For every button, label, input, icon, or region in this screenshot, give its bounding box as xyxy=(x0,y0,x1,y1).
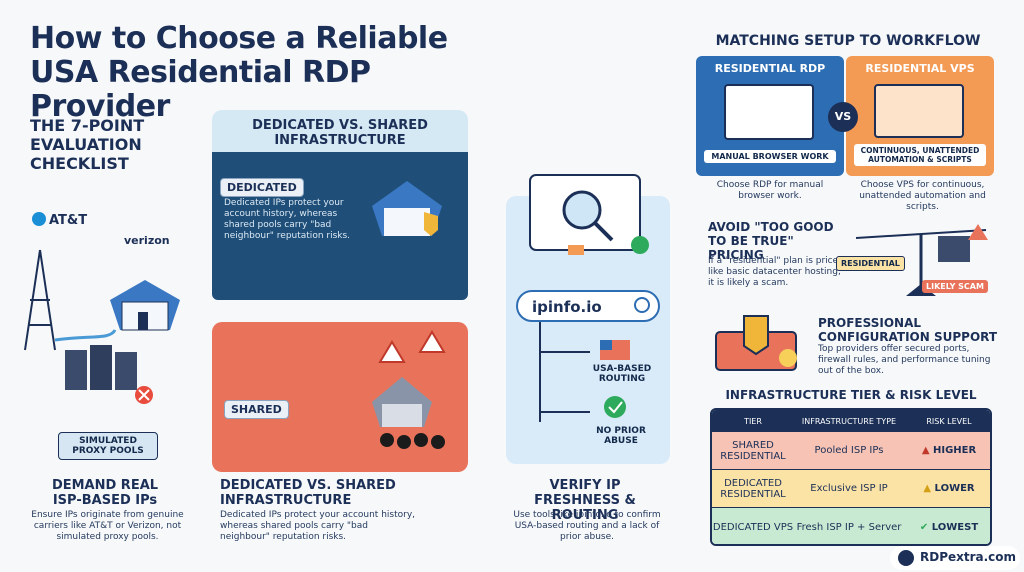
col-type: INFRASTRUCTURE TYPE xyxy=(801,416,897,426)
table-row: DEDICATED VPS Fresh ISP IP + Server ✔ LO… xyxy=(712,508,990,544)
brand-badge[interactable]: RDPextra.com xyxy=(890,546,1020,570)
house-icon xyxy=(110,280,180,331)
abuse-label: NO PRIOR ABUSE xyxy=(596,426,646,446)
table-row: DEDICATED RESIDENTIAL Exclusive ISP IP ▲… xyxy=(712,470,990,508)
risk-table: TIER INFRASTRUCTURE TYPE RISK LEVEL SHAR… xyxy=(710,408,992,546)
verify-caption-body: Use tools like ipinfo.io to confirm USA-… xyxy=(513,510,661,542)
warning-icon xyxy=(968,224,988,240)
rdp-title: RESIDENTIAL RDP xyxy=(714,62,826,75)
table-header-row: TIER INFRASTRUCTURE TYPE RISK LEVEL xyxy=(712,410,990,432)
dedicated-label: DEDICATED xyxy=(220,178,304,197)
checklist-caption-body: Ensure IPs originate from genuine carrie… xyxy=(31,510,184,542)
us-flag-icon xyxy=(600,340,630,360)
shield-check-icon: ✔ xyxy=(919,521,932,533)
type-cell: Exclusive ISP IP xyxy=(810,483,888,494)
proxy-pools-label: SIMULATED PROXY POOLS xyxy=(58,432,158,460)
vs-badge: VS xyxy=(828,102,858,132)
table-row: SHARED RESIDENTIAL Pooled ISP IPs ▲ HIGH… xyxy=(712,432,990,470)
infra-caption-body: Dedicated IPs protect your account histo… xyxy=(220,510,416,542)
ipinfo-text: ipinfo.io xyxy=(532,298,602,316)
vps-card: RESIDENTIAL VPS CONTINUOUS, UNATTENDED A… xyxy=(846,56,994,176)
tier-cell: DEDICATED VPS xyxy=(712,521,794,533)
toolbox-lock-icon xyxy=(715,315,797,371)
shared-panel: SHARED xyxy=(212,322,468,472)
checklist-caption-title: DEMAND REAL ISP-BASED IPs xyxy=(51,478,159,508)
ipinfo-search-field[interactable]: ipinfo.io xyxy=(516,290,660,322)
support-heading: PROFESSIONAL CONFIGURATION SUPPORT xyxy=(818,316,998,344)
type-cell: Pooled ISP IPs xyxy=(814,445,884,456)
col-risk: RISK LEVEL xyxy=(926,416,972,426)
checklist-heading: THE 7-POINT EVALUATION CHECKLIST xyxy=(30,116,145,173)
check-icon xyxy=(604,396,626,418)
infra-caption-title: DEDICATED VS. SHARED INFRASTRUCTURE xyxy=(220,478,396,508)
carrier-verizon-logo: verizon xyxy=(124,234,170,247)
dedicated-text: Dedicated IPs protect your account histo… xyxy=(224,198,351,241)
support-body: Top providers offer secured ports, firew… xyxy=(818,344,991,376)
server-rack-icon xyxy=(65,345,137,390)
table-heading: INFRASTRUCTURE TIER & RISK LEVEL xyxy=(725,388,977,402)
browser-cart-icon xyxy=(724,84,814,140)
tier-cell: SHARED RESIDENTIAL xyxy=(720,439,786,462)
warning-icon: ▲ xyxy=(923,483,935,494)
shared-label: SHARED xyxy=(224,400,289,419)
warning-multi-icon: ▲ xyxy=(921,445,933,456)
workflow-heading: MATCHING SETUP TO WORKFLOW xyxy=(715,33,981,49)
col-tier: TIER xyxy=(744,416,762,426)
dedicated-inner: DEDICATED Dedicated IPs protect your acc… xyxy=(212,152,468,300)
risk-cell: ▲ HIGHER xyxy=(921,445,977,456)
brand-text: RDPextra.com xyxy=(920,550,1017,564)
routing-label: USA-BASED ROUTING xyxy=(592,364,652,384)
rdp-card: RESIDENTIAL RDP MANUAL BROWSER WORK xyxy=(696,56,844,176)
smiley-icon xyxy=(779,349,797,367)
verify-caption-title: VERIFY IP FRESHNESS & ROUTING xyxy=(534,478,636,523)
pricing-heading: AVOID "TOO GOOD TO BE TRUE" PRICING xyxy=(708,220,834,262)
gears-code-icon xyxy=(874,84,964,138)
dedicated-house-icon xyxy=(372,181,442,236)
att-globe-icon xyxy=(32,212,46,226)
vps-title: RESIDENTIAL VPS xyxy=(865,62,975,75)
crowd-icon xyxy=(380,433,445,449)
risk-cell: ▲ LOWER xyxy=(923,483,975,494)
blocked-x-icon xyxy=(135,386,153,404)
vps-caption: Choose VPS for continuous, unattended au… xyxy=(859,180,986,212)
isp-tower-illustration xyxy=(24,249,180,404)
rdp-caption: Choose RDP for manual browser work. xyxy=(716,180,824,201)
search-icon xyxy=(634,297,650,313)
rdp-label: MANUAL BROWSER WORK xyxy=(704,150,836,163)
risk-cell: ✔ LOWEST xyxy=(919,521,979,533)
brand-logo-icon xyxy=(898,550,914,566)
browser-magnifier-icon xyxy=(529,174,649,255)
type-cell: Fresh ISP IP + Server xyxy=(796,521,902,533)
pricing-body: If a "residential" plan is priced like b… xyxy=(708,256,844,288)
vps-label: CONTINUOUS, UNATTENDED AUTOMATION & SCRI… xyxy=(854,144,986,166)
scale-left-label: RESIDENTIAL xyxy=(836,256,905,271)
scale-icon xyxy=(855,224,988,296)
cell-tower-icon xyxy=(24,249,56,351)
shield-lock-icon xyxy=(424,212,438,236)
tier-cell: DEDICATED RESIDENTIAL xyxy=(720,477,786,500)
page-title: How to Choose a Reliable USA Residential… xyxy=(30,21,448,124)
dedicated-panel: DEDICATED VS. SHARED INFRASTRUCTURE DEDI… xyxy=(212,110,468,300)
shield-icon xyxy=(743,315,769,356)
check-icon xyxy=(631,236,649,254)
routing-flow-diagram xyxy=(539,322,630,422)
warning-icon xyxy=(378,330,446,363)
server-stack-icon xyxy=(938,236,970,262)
carrier-att-logo: AT&T xyxy=(32,212,87,228)
infra-heading: DEDICATED VS. SHARED INFRASTRUCTURE xyxy=(252,118,428,148)
shared-house-warning-illustration xyxy=(372,330,446,449)
scale-right-label: LIKELY SCAM xyxy=(922,280,988,293)
